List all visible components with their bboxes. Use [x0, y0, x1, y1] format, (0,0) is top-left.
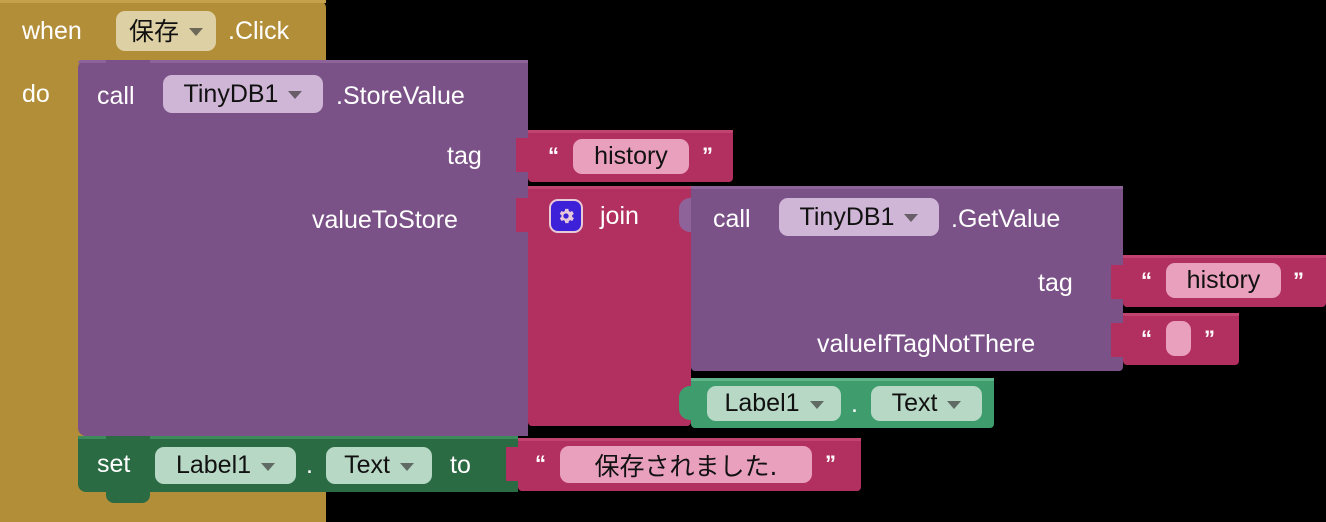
setter-property-dropdown[interactable]: Text: [326, 447, 432, 484]
getter-component-dropdown[interactable]: Label1: [707, 386, 841, 421]
setter-top-highlight: [78, 436, 518, 439]
text-empty-field[interactable]: [1166, 321, 1191, 356]
call-storevalue-block[interactable]: [78, 60, 528, 436]
text-history-tag-top-highlight: [528, 130, 733, 133]
storevalue-component-dropdown[interactable]: TinyDB1: [163, 75, 323, 113]
chevron-down-icon[interactable]: [288, 91, 303, 99]
getvalue-arg-default-label: valueIfTagNotThere: [817, 330, 1036, 358]
text-history-gettag-field[interactable]: history: [1166, 263, 1281, 298]
open-quote-glyph: “: [1141, 268, 1152, 293]
close-quote-glyph: ”: [702, 143, 713, 168]
getter-property-dropdown[interactable]: Text: [871, 386, 982, 421]
storevalue-component-name: TinyDB1: [183, 79, 279, 108]
close-quote-glyph: ”: [1293, 268, 1304, 293]
text-history-gettag-top-highlight: [1123, 255, 1326, 258]
close-quote-glyph: ”: [1204, 326, 1215, 351]
text-empty-top-highlight: [1123, 313, 1239, 316]
getvalue-component-dropdown[interactable]: TinyDB1: [779, 198, 939, 236]
storevalue-arg-tag-label: tag: [447, 142, 482, 170]
gear-icon[interactable]: [549, 199, 583, 233]
chevron-down-icon[interactable]: [399, 462, 414, 471]
storevalue-arg-value-label: valueToStore: [312, 206, 458, 234]
setter-block-label1-text[interactable]: [78, 436, 518, 492]
event-name-label: .Click: [228, 17, 290, 45]
chevron-down-icon[interactable]: [947, 400, 962, 409]
text-message-top-highlight: [518, 438, 861, 441]
text-history-tag-value: history: [594, 142, 668, 170]
chevron-down-icon[interactable]: [189, 28, 203, 36]
setter-set-keyword: set: [97, 450, 131, 478]
event-component-name: 保存: [128, 16, 179, 46]
chevron-down-icon[interactable]: [809, 400, 824, 409]
join-label: join: [600, 202, 639, 230]
setter-component-dropdown[interactable]: Label1: [155, 447, 296, 484]
text-history-tag-field[interactable]: history: [573, 139, 689, 174]
call-storevalue-top-highlight: [78, 60, 528, 63]
open-quote-glyph: “: [548, 143, 559, 168]
call-storevalue-top-notch: [106, 60, 150, 71]
text-message-field[interactable]: 保存されました.: [560, 446, 812, 483]
event-when-keyword: when: [22, 17, 82, 45]
join-block-top-highlight: [528, 186, 691, 189]
close-quote-glyph: ”: [825, 451, 836, 476]
event-component-dropdown[interactable]: 保存: [116, 11, 216, 51]
event-do-label: do: [22, 80, 50, 108]
chevron-down-icon[interactable]: [904, 214, 919, 222]
getter-property-name: Text: [891, 389, 938, 417]
storevalue-method-name: .StoreValue: [336, 82, 465, 110]
text-message-value: 保存されました.: [594, 451, 778, 481]
getvalue-method-name: .GetValue: [951, 205, 1061, 233]
setter-bottom-notch: [106, 492, 150, 503]
open-quote-glyph: “: [535, 451, 546, 476]
setter-dot-separator: .: [306, 451, 313, 479]
setter-top-notch: [106, 436, 150, 447]
call-getvalue-top-highlight: [691, 186, 1123, 189]
setter-component-name: Label1: [175, 451, 252, 479]
getvalue-call-keyword: call: [713, 205, 751, 233]
getvalue-arg-tag-label: tag: [1038, 269, 1073, 297]
getter-component-name: Label1: [724, 389, 800, 417]
setter-property-name: Text: [344, 451, 390, 479]
getter-dot-separator: .: [851, 390, 858, 418]
setter-to-label: to: [450, 451, 471, 479]
open-quote-glyph: “: [1141, 326, 1152, 351]
getter-label1-top-highlight: [691, 378, 994, 381]
getvalue-component-name: TinyDB1: [799, 202, 895, 231]
event-block-top-highlight: [0, 0, 326, 3]
chevron-down-icon[interactable]: [261, 462, 276, 471]
storevalue-call-keyword: call: [97, 82, 135, 110]
text-history-gettag-value: history: [1186, 266, 1261, 294]
